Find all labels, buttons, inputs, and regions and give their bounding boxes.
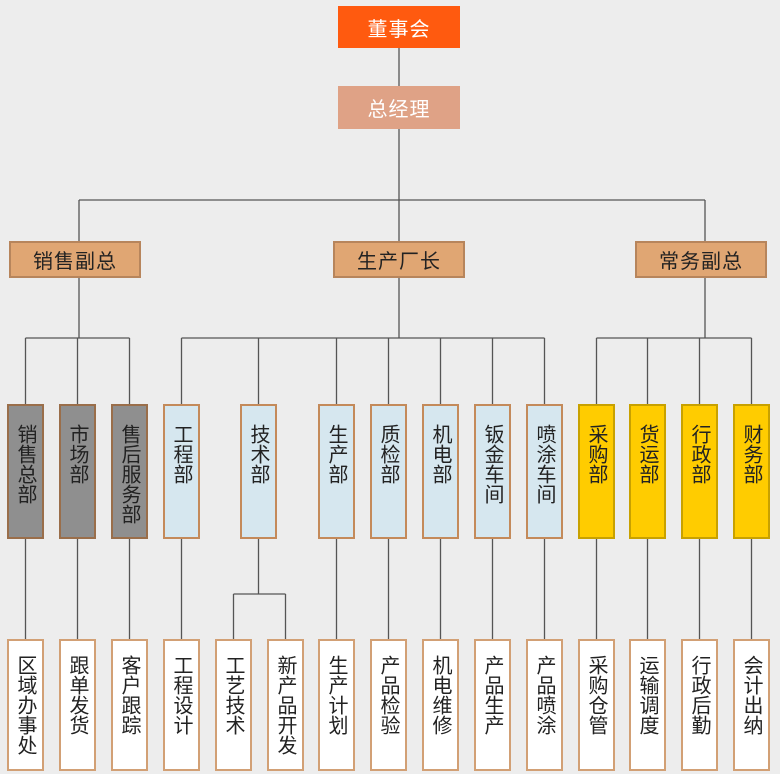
dept-node[interactable]: 采购部 (578, 404, 615, 539)
dept-node[interactable]: 机电部 (422, 404, 459, 539)
node-general-manager[interactable]: 总经理 (338, 86, 460, 129)
sub-node[interactable]: 跟单发货 (59, 639, 96, 771)
node-vp-sales[interactable]: 销售副总 (9, 241, 141, 278)
dept-node[interactable]: 市场部 (59, 404, 96, 539)
sub-node[interactable]: 产品检验 (370, 639, 407, 771)
node-vp-production[interactable]: 生产厂长 (333, 241, 465, 278)
sub-node[interactable]: 客户跟踪 (111, 639, 148, 771)
dept-node[interactable]: 售后服务部 (111, 404, 148, 539)
sub-node[interactable]: 新产品开发 (267, 639, 304, 771)
sub-node[interactable]: 会计出纳 (733, 639, 770, 771)
dept-node[interactable]: 财务部 (733, 404, 770, 539)
dept-node[interactable]: 行政部 (681, 404, 718, 539)
sub-node[interactable]: 产品生产 (474, 639, 511, 771)
dept-node[interactable]: 喷涂车间 (526, 404, 563, 539)
node-vp-executive[interactable]: 常务副总 (635, 241, 767, 278)
node-board[interactable]: 董事会 (338, 6, 460, 48)
dept-node[interactable]: 质检部 (370, 404, 407, 539)
dept-node[interactable]: 工程部 (163, 404, 200, 539)
sub-node[interactable]: 机电维修 (422, 639, 459, 771)
sub-node[interactable]: 生产计划 (318, 639, 355, 771)
dept-node[interactable]: 销售总部 (7, 404, 44, 539)
sub-node[interactable]: 采购仓管 (578, 639, 615, 771)
sub-node[interactable]: 产品喷涂 (526, 639, 563, 771)
sub-node[interactable]: 区域办事处 (7, 639, 44, 771)
sub-node[interactable]: 运输调度 (629, 639, 666, 771)
dept-node[interactable]: 钣金车间 (474, 404, 511, 539)
sub-node[interactable]: 行政后勤 (681, 639, 718, 771)
sub-node[interactable]: 工艺技术 (215, 639, 252, 771)
dept-node[interactable]: 货运部 (629, 404, 666, 539)
dept-node[interactable]: 技术部 (240, 404, 277, 539)
dept-node[interactable]: 生产部 (318, 404, 355, 539)
sub-node[interactable]: 工程设计 (163, 639, 200, 771)
